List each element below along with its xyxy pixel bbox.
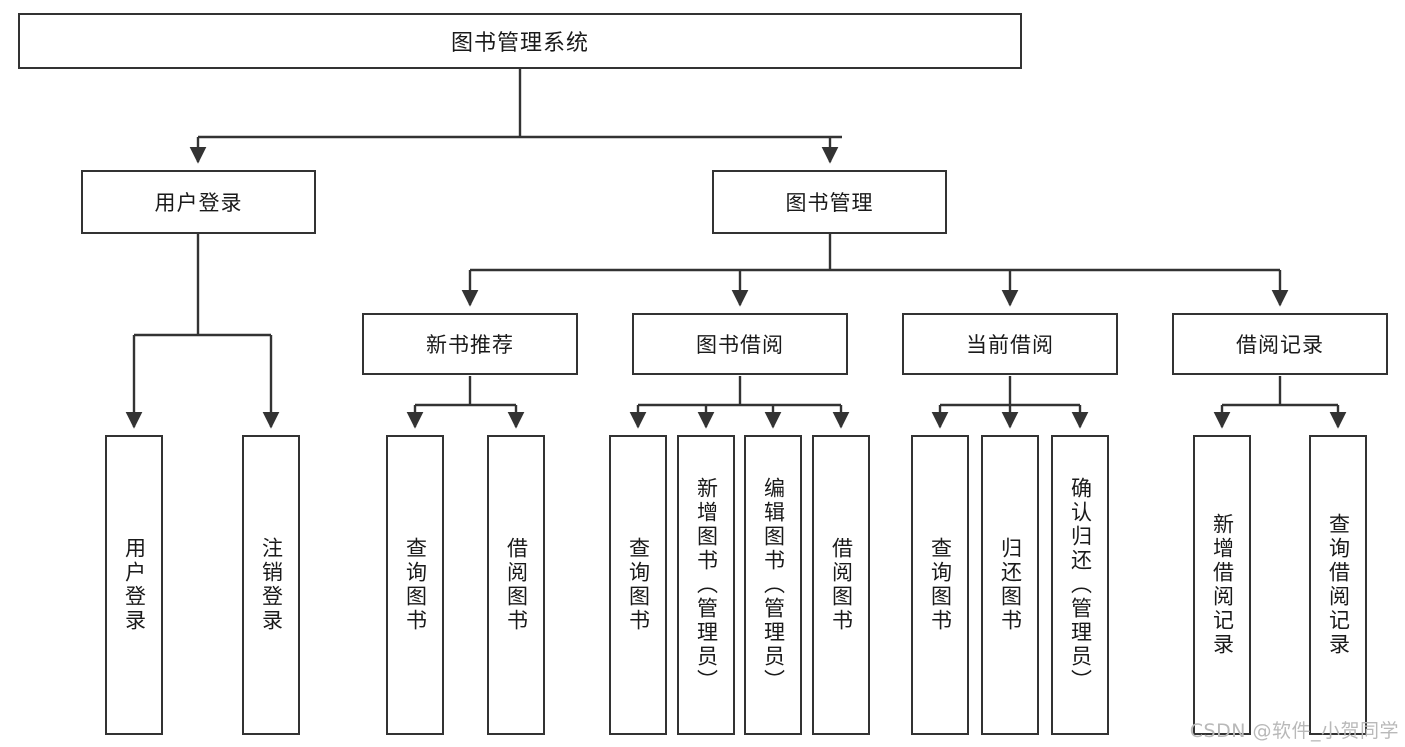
leaf-label: 新增借阅记录 xyxy=(1210,513,1235,657)
leaf-label: 借阅图书 xyxy=(504,537,529,633)
leaf-borrow-book-recommend[interactable]: 借阅图书 xyxy=(487,435,545,735)
leaf-label: 查询图书 xyxy=(626,537,651,633)
leaf-label: 确认归还（管理员） xyxy=(1068,477,1093,693)
leaf-query-borrow-record[interactable]: 查询借阅记录 xyxy=(1309,435,1367,735)
leaf-label: 用户登录 xyxy=(122,537,147,633)
node-book-manage[interactable]: 图书管理 xyxy=(712,170,947,234)
leaf-query-book-borrow[interactable]: 查询图书 xyxy=(609,435,667,735)
leaf-confirm-return-admin[interactable]: 确认归还（管理员） xyxy=(1051,435,1109,735)
leaf-query-book-recommend[interactable]: 查询图书 xyxy=(386,435,444,735)
leaf-label: 注销登录 xyxy=(259,537,284,633)
leaf-label: 新增图书（管理员） xyxy=(694,477,719,693)
watermark-text: CSDN @软件_小贺同学 xyxy=(1189,720,1399,742)
leaf-logout-login[interactable]: 注销登录 xyxy=(242,435,300,735)
node-borrow-record[interactable]: 借阅记录 xyxy=(1172,313,1388,375)
leaf-edit-book-admin[interactable]: 编辑图书（管理员） xyxy=(744,435,802,735)
node-new-book-recommend[interactable]: 新书推荐 xyxy=(362,313,578,375)
leaf-return-book[interactable]: 归还图书 xyxy=(981,435,1039,735)
leaf-label: 编辑图书（管理员） xyxy=(761,477,786,693)
leaf-label: 借阅图书 xyxy=(829,537,854,633)
leaf-query-book-current[interactable]: 查询图书 xyxy=(911,435,969,735)
node-user-login[interactable]: 用户登录 xyxy=(81,170,316,234)
leaf-add-borrow-record[interactable]: 新增借阅记录 xyxy=(1193,435,1251,735)
node-current-borrow[interactable]: 当前借阅 xyxy=(902,313,1118,375)
node-book-borrow[interactable]: 图书借阅 xyxy=(632,313,848,375)
leaf-add-book-admin[interactable]: 新增图书（管理员） xyxy=(677,435,735,735)
node-root-system[interactable]: 图书管理系统 xyxy=(18,13,1022,69)
leaf-label: 查询图书 xyxy=(928,537,953,633)
leaf-borrow-book-action[interactable]: 借阅图书 xyxy=(812,435,870,735)
leaf-label: 归还图书 xyxy=(998,537,1023,633)
leaf-user-login[interactable]: 用户登录 xyxy=(105,435,163,735)
leaf-label: 查询图书 xyxy=(403,537,428,633)
leaf-label: 查询借阅记录 xyxy=(1326,513,1351,657)
